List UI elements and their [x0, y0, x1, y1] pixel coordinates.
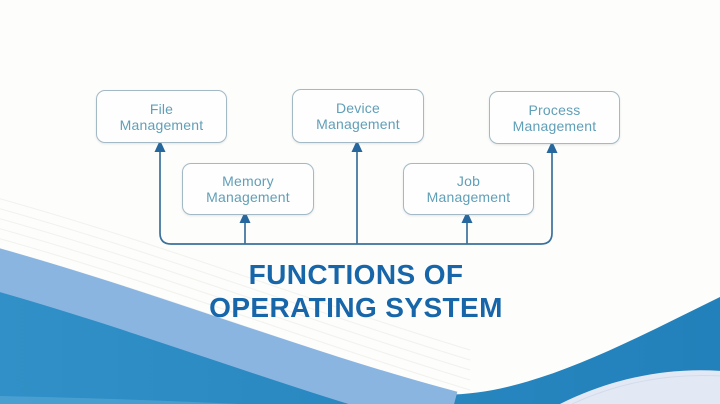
node-label-line2: Management [512, 117, 597, 134]
node-label-line1: Device [336, 100, 380, 116]
page-title-line2: OPERATING SYSTEM [209, 292, 503, 323]
page-title: FUNCTIONS OF OPERATING SYSTEM [0, 258, 712, 324]
wave-bottom-strip [0, 396, 240, 404]
page-title-line1: FUNCTIONS OF [248, 259, 464, 290]
node-job-management: Job Management [403, 163, 534, 215]
node-label-line2: Management [206, 189, 290, 205]
wave-corner-crescent [560, 370, 720, 404]
node-file-management: File Management [96, 90, 227, 143]
node-label-line2: Management [426, 189, 511, 205]
node-device-management: Device Management [292, 89, 424, 143]
node-label-line2: Management [316, 116, 400, 132]
node-label-line1: Job [456, 173, 481, 189]
node-label-line1: Process [528, 101, 581, 118]
node-label-line1: File [149, 100, 174, 117]
node-process-management: Process Management [489, 91, 620, 144]
node-memory-management: Memory Management [182, 163, 314, 215]
node-label-line1: Memory [222, 173, 274, 189]
node-label-line2: Management [119, 116, 204, 133]
wave-corner-crescent-stripe [571, 374, 720, 404]
